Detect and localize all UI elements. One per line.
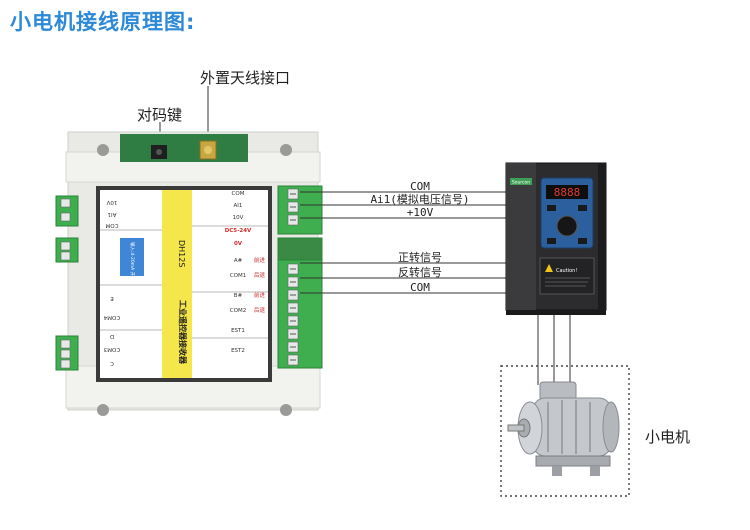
terminal-label: COM1 bbox=[230, 273, 246, 279]
receiver-model: DH12S bbox=[177, 240, 186, 267]
wire-label: +10V bbox=[407, 206, 434, 219]
terminal-label: B# bbox=[234, 293, 243, 299]
right-terminal-block-bottom bbox=[277, 259, 323, 369]
wire-label: 反转信号 bbox=[398, 265, 442, 279]
inverter-display-digits: 8888 bbox=[554, 186, 581, 199]
top-pcb bbox=[120, 134, 248, 162]
terminal-label: DC5-24V bbox=[225, 228, 252, 234]
warning-triangle-icon bbox=[545, 264, 553, 272]
left-terminal-label: C bbox=[110, 360, 114, 366]
terminal-screw bbox=[60, 359, 71, 369]
left-terminal-label: AI1 bbox=[108, 211, 117, 217]
left-terminal-label: COM bbox=[105, 222, 118, 228]
left-terminal-label: COM4 bbox=[103, 314, 120, 320]
inverter-knob[interactable] bbox=[556, 215, 578, 237]
terminal-label: COM2 bbox=[230, 308, 246, 314]
terminal-screw bbox=[60, 349, 71, 359]
receiver-io-box bbox=[120, 238, 144, 276]
terminal-screw bbox=[60, 212, 71, 222]
wire-label: Ai1(模拟电压信号) bbox=[370, 192, 469, 206]
inverter-key[interactable] bbox=[578, 238, 587, 244]
terminal-label: AI1 bbox=[234, 203, 243, 209]
wire-label: COM bbox=[410, 281, 430, 294]
antenna-callout: 外置天线接口 bbox=[200, 69, 291, 87]
inverter-unit: Sourcon 8888 Caution! bbox=[505, 162, 607, 315]
terminal-label: 0V bbox=[234, 241, 243, 247]
mount-hole bbox=[97, 404, 109, 416]
motor bbox=[507, 381, 620, 476]
terminal-label: A# bbox=[234, 258, 243, 264]
right-terminal-block-mid bbox=[277, 237, 323, 261]
inverter-key[interactable] bbox=[547, 238, 556, 244]
inverter-caution-title: Caution! bbox=[556, 268, 577, 274]
page-title: 小电机接线原理图: bbox=[10, 10, 196, 34]
motor-dashed-box bbox=[500, 365, 630, 497]
left-terminal-label: D bbox=[110, 333, 114, 339]
terminal-tag: 后退 bbox=[254, 271, 266, 279]
receiver-name: 工业遥控器接收器 bbox=[178, 300, 188, 365]
terminal-tag: 后退 bbox=[254, 306, 266, 314]
right-terminal-block-top bbox=[277, 185, 323, 235]
inverter-caution-panel bbox=[539, 257, 595, 295]
inverter-key[interactable] bbox=[547, 205, 556, 211]
terminal-tag: 前进 bbox=[254, 256, 266, 264]
mount-hole bbox=[97, 144, 109, 156]
inverter-display bbox=[546, 185, 588, 199]
inverter-key[interactable] bbox=[578, 205, 587, 211]
left-terminal-label: 10V bbox=[106, 199, 117, 205]
terminal-tag: 前进 bbox=[254, 291, 266, 299]
receiver-yellow-stripe bbox=[162, 190, 192, 378]
mount-hole bbox=[280, 144, 292, 156]
wire-label: COM bbox=[410, 180, 430, 193]
right-terminal-screws bbox=[287, 188, 299, 366]
mount-hole bbox=[280, 404, 292, 416]
left-terminal-screws bbox=[60, 198, 71, 369]
terminal-screw bbox=[60, 339, 71, 349]
terminal-screw bbox=[60, 251, 71, 261]
terminal-screw bbox=[60, 241, 71, 251]
receiver-io-label: 输入:4-20mA 开关量/模拟输出 bbox=[129, 242, 136, 305]
left-terminal-label: COM3 bbox=[103, 346, 120, 352]
terminal-label: EST1 bbox=[231, 328, 245, 334]
receiver-unit: DH12S 工业遥控器接收器 输入:4-20mA 开关量/模拟输出 COM AI1… bbox=[55, 131, 323, 416]
wire-label: 正转信号 bbox=[398, 250, 442, 264]
left-terminal-label: E bbox=[110, 295, 114, 301]
terminal-label: COM bbox=[232, 191, 245, 197]
motor-callout: 小电机 bbox=[645, 428, 691, 446]
inverter-brand-badge bbox=[510, 178, 532, 185]
inverter-brand: Sourcon bbox=[512, 180, 530, 186]
terminal-screw bbox=[60, 198, 71, 208]
pairing-key-callout: 对码键 bbox=[137, 106, 183, 124]
terminal-label: EST2 bbox=[231, 348, 245, 354]
terminal-label: 10V bbox=[233, 215, 244, 221]
